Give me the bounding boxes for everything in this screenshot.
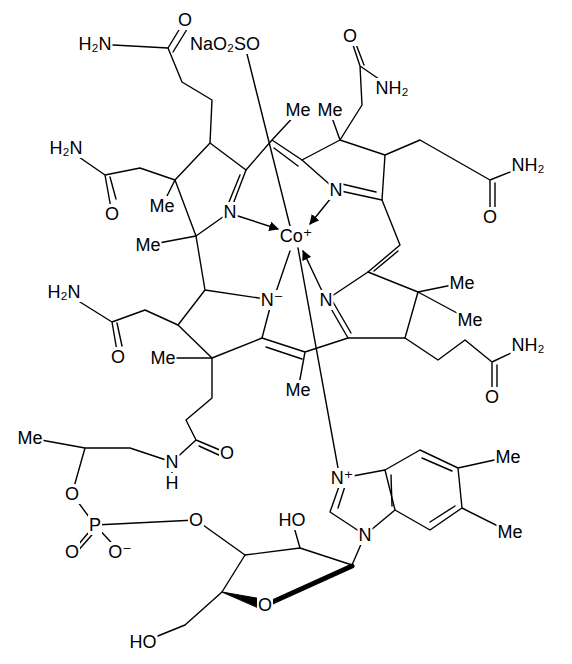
atom-text: HO <box>279 510 306 530</box>
atom-text: Me <box>17 428 42 448</box>
atom-text: Me <box>285 380 310 400</box>
atom-label: H <box>165 473 180 493</box>
atom-label: Me <box>496 522 523 542</box>
atom-text: O <box>483 207 497 227</box>
atom-text: Co⁺ <box>280 226 313 246</box>
atom-text: O <box>189 510 203 530</box>
atom-label: H₂N <box>49 138 84 158</box>
atom-text: O <box>485 387 499 407</box>
atom-text: P <box>89 515 101 535</box>
atom-label: Me <box>316 100 343 120</box>
ring-a <box>175 143 246 236</box>
atom-label: O <box>342 26 358 46</box>
atom-label: N⁺ <box>330 468 355 488</box>
atom-text: O <box>65 484 79 504</box>
atom-text: H₂N <box>50 138 83 158</box>
atom-text: Me <box>497 522 522 542</box>
atom-label: Me <box>134 235 161 255</box>
atom-label: Me <box>456 310 483 330</box>
atom-text: Me <box>317 100 342 120</box>
atom-text: Me <box>495 447 520 467</box>
atom-text: HO <box>130 632 157 652</box>
atom-text: N <box>330 180 343 200</box>
atom-label: Me <box>284 380 311 400</box>
atom-label: O <box>64 542 80 562</box>
meso-bc <box>368 200 400 272</box>
ribose <box>143 520 365 642</box>
atom-label: Me <box>494 447 521 467</box>
atom-text: N <box>359 525 372 545</box>
atom-text: O <box>105 204 119 224</box>
atom-text: H₂N <box>48 282 81 302</box>
atom-label: O <box>177 10 193 30</box>
atom-label: Me <box>448 273 475 293</box>
atom-label: Me <box>148 196 175 216</box>
atom-label: Me <box>149 348 176 368</box>
coordination-arrow <box>238 216 278 229</box>
atom-label: NH₂ <box>375 78 410 98</box>
atom-label: O⁻ <box>107 542 133 562</box>
benzene <box>385 450 510 532</box>
atom-label: O <box>219 443 235 463</box>
atom-text: Me <box>135 235 160 255</box>
atom-text: O <box>343 26 357 46</box>
atom-text: NH₂ <box>512 335 545 355</box>
atom-text: N⁺ <box>331 468 354 488</box>
atom-label: O <box>104 204 120 224</box>
ring-b-substituents <box>330 36 528 217</box>
ring-c <box>326 272 418 338</box>
coordination-arrow <box>303 251 322 291</box>
atom-label: O <box>110 347 126 367</box>
ring-d <box>178 236 272 358</box>
atom-text: H <box>166 473 179 493</box>
atom-label: N <box>358 525 373 545</box>
atom-label: O <box>484 387 500 407</box>
bold-bond <box>268 566 352 604</box>
atom-label: Me <box>284 100 311 120</box>
atom-text: N <box>320 290 333 310</box>
ring-b <box>302 140 385 200</box>
atom-label: H₂N <box>47 282 82 302</box>
atom-text: N <box>224 202 237 222</box>
atom-label: P <box>88 515 102 535</box>
atom-text: Me <box>457 310 482 330</box>
atom-text: Me <box>150 348 175 368</box>
atom-text: O <box>65 542 79 562</box>
atom-text: Me <box>285 100 310 120</box>
atom-text: Me <box>449 273 474 293</box>
atom-text: O <box>111 347 125 367</box>
atom-label: O <box>257 595 273 615</box>
atom-label: HO <box>129 632 158 652</box>
atom-text: NH₂ <box>376 78 409 98</box>
atom-label: N⁻ <box>260 290 285 310</box>
atom-label: N <box>165 452 180 472</box>
atom-label: NH₂ <box>511 155 546 175</box>
atom-label: O <box>64 484 80 504</box>
atom-text: O⁻ <box>108 542 132 562</box>
atom-label: Me <box>16 428 43 448</box>
atom-label: Co⁺ <box>279 226 314 246</box>
atom-label: HO <box>278 510 307 530</box>
atom-label: H₂N <box>78 34 113 54</box>
atom-label: NaO₂SO <box>189 34 261 54</box>
atom-label: N <box>329 180 344 200</box>
atom-text: O <box>258 595 272 615</box>
atom-text: N⁻ <box>261 290 284 310</box>
atom-text: Me <box>149 196 174 216</box>
atom-label: O <box>482 207 498 227</box>
atom-text: O <box>220 443 234 463</box>
atom-label: O <box>188 510 204 530</box>
atom-label: N <box>319 290 334 310</box>
atom-text: O <box>178 10 192 30</box>
atom-label: N <box>223 202 238 222</box>
ring-d-substituents <box>30 292 245 555</box>
coordination-arrow <box>310 198 331 224</box>
atom-label: NH₂ <box>511 335 546 355</box>
atom-text: NaO₂SO <box>190 34 260 54</box>
atom-text: NH₂ <box>512 155 545 175</box>
atom-text: N <box>166 452 179 472</box>
atom-text: H₂N <box>79 34 112 54</box>
